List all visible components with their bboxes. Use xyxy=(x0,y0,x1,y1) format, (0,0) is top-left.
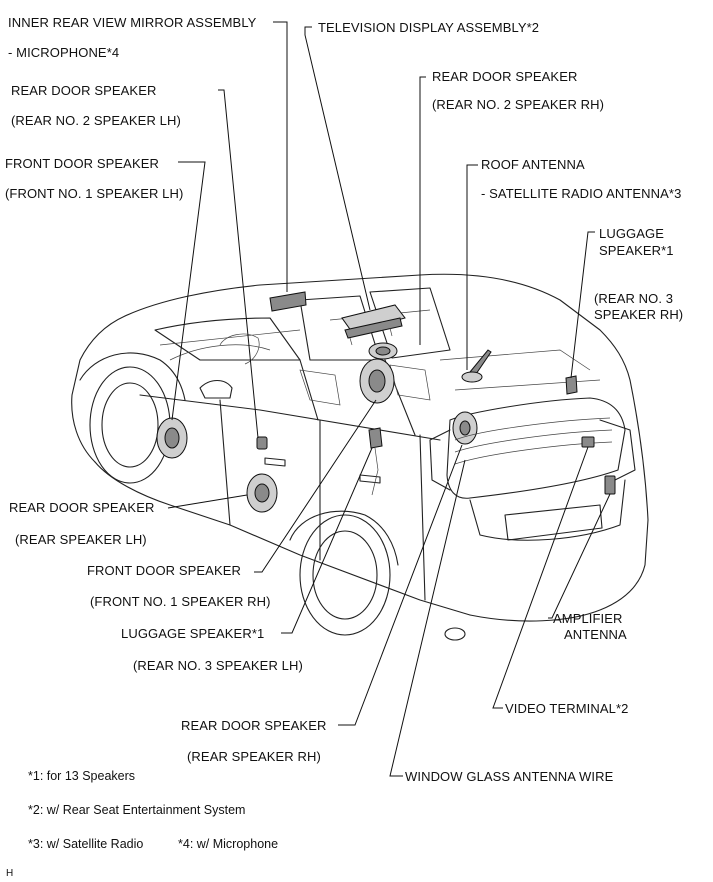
label-front-no1-speaker-rh: (FRONT NO. 1 SPEAKER RH) xyxy=(90,594,271,609)
figure-code: H xyxy=(6,868,14,879)
label-front-door-speaker-lh: FRONT DOOR SPEAKER xyxy=(5,156,159,171)
roof-antenna-part xyxy=(461,349,492,383)
label-front-no1-speaker-lh: (FRONT NO. 1 SPEAKER LH) xyxy=(5,186,184,201)
label-video-terminal: VIDEO TERMINAL*2 xyxy=(505,701,629,716)
label-amplifier-antenna-1: AMPLIFIER xyxy=(553,611,623,626)
label-rear-door-speaker-rh-top: REAR DOOR SPEAKER xyxy=(432,69,578,84)
luggage-speaker-rh-part xyxy=(565,375,578,395)
luggage-speaker-lh-part xyxy=(368,427,383,496)
label-rear-no2-speaker-rh: (REAR NO. 2 SPEAKER RH) xyxy=(432,97,605,112)
label-tv-display: TELEVISION DISPLAY ASSEMBLY*2 xyxy=(318,20,540,35)
label-roof-antenna: ROOF ANTENNA xyxy=(481,157,585,172)
footnote-2: *2: w/ Rear Seat Entertainment System xyxy=(28,803,246,817)
inner-mirror-part xyxy=(269,291,307,312)
label-rear-speaker-lh: (REAR SPEAKER LH) xyxy=(15,532,147,547)
label-rear-speaker-rh: (REAR SPEAKER RH) xyxy=(187,749,321,764)
rear-door-speaker-rh-part xyxy=(452,411,478,445)
label-rear-no3-speaker-rh-1: (REAR NO. 3 xyxy=(594,291,674,306)
label-microphone: - MICROPHONE*4 xyxy=(8,45,120,60)
footnote-3: *3: w/ Satellite Radio xyxy=(28,837,144,851)
label-luggage-speaker-rh-1: LUGGAGE xyxy=(599,226,664,241)
car-body-outline xyxy=(71,273,649,641)
label-rear-door-speaker-lh: REAR DOOR SPEAKER xyxy=(9,500,155,515)
label-rear-no3-speaker-lh: (REAR NO. 3 SPEAKER LH) xyxy=(133,658,303,673)
label-window-glass-antenna: WINDOW GLASS ANTENNA WIRE xyxy=(405,769,614,784)
label-inner-mirror: INNER REAR VIEW MIRROR ASSEMBLY xyxy=(8,15,257,30)
label-luggage-speaker-rh-2: SPEAKER*1 xyxy=(599,243,674,258)
label-amplifier-antenna-2: ANTENNA xyxy=(564,627,627,642)
label-rear-no2-speaker-lh: (REAR NO. 2 SPEAKER LH) xyxy=(11,113,181,128)
label-satellite-antenna: - SATELLITE RADIO ANTENNA*3 xyxy=(481,186,682,201)
video-terminal-part xyxy=(581,436,595,448)
rear-door-speaker-rh-top-part xyxy=(368,342,398,360)
footnote-4: *4: w/ Microphone xyxy=(178,837,279,851)
label-front-door-speaker-rh: FRONT DOOR SPEAKER xyxy=(87,563,241,578)
label-rear-door-speaker-lh-top: REAR DOOR SPEAKER xyxy=(11,83,157,98)
amplifier-antenna-part xyxy=(604,475,616,495)
rear-door-speaker-lh-top-part xyxy=(256,436,268,450)
footnote-1: *1: for 13 Speakers xyxy=(28,769,136,783)
rear-door-speaker-lh-part xyxy=(246,473,278,513)
front-door-speaker-lh-part xyxy=(156,417,188,459)
tv-display-part xyxy=(341,304,406,346)
front-door-speaker-rh-part xyxy=(359,358,395,404)
label-rear-door-speaker-rh: REAR DOOR SPEAKER xyxy=(181,718,327,733)
label-luggage-speaker-lh: LUGGAGE SPEAKER*1 xyxy=(121,626,265,641)
label-rear-no3-speaker-rh-2: SPEAKER RH) xyxy=(594,307,684,322)
leader-lines xyxy=(167,21,611,777)
